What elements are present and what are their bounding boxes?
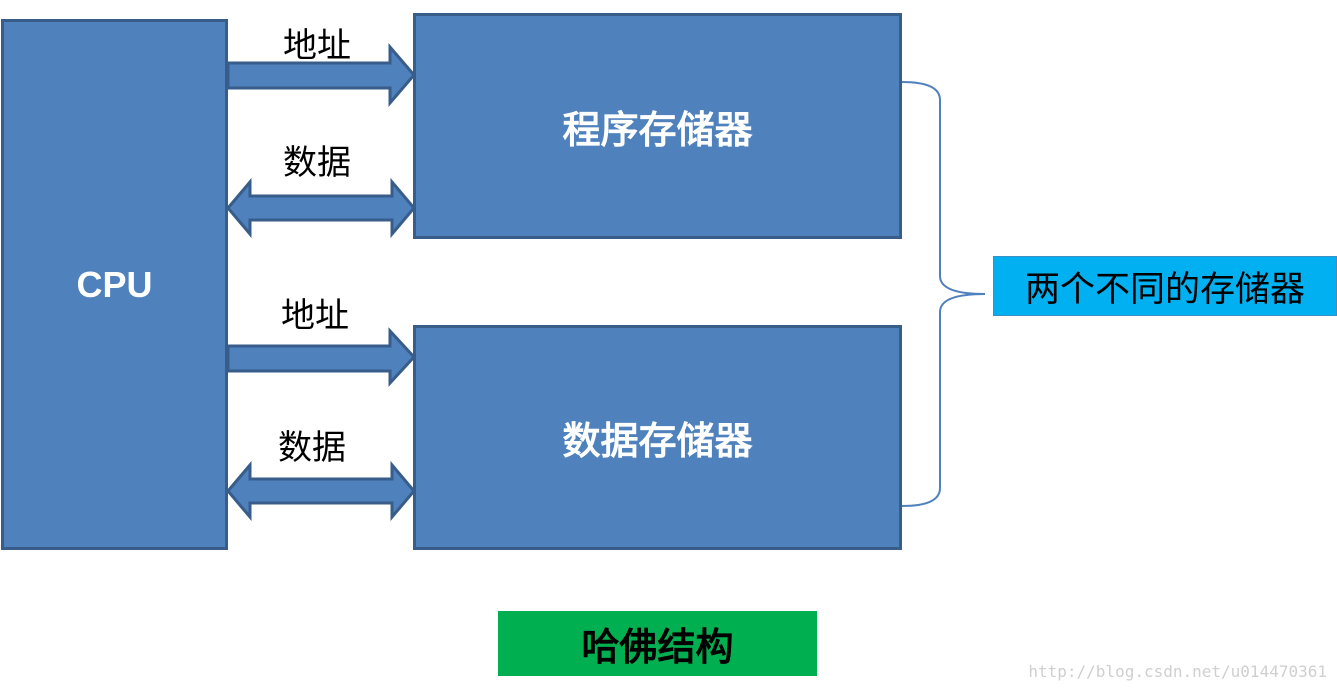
program-memory-label: 程序存储器: [562, 107, 753, 152]
callout-label: 两个不同的存储器: [1024, 269, 1305, 310]
data-address-label: 地址: [281, 296, 349, 336]
data-data-arrow: [226, 460, 416, 522]
program-memory-block: 程序存储器: [413, 13, 902, 239]
cpu-block: CPU: [1, 19, 228, 550]
program-data-arrow: [226, 177, 416, 239]
watermark: http://blog.csdn.net/u014470361: [1028, 662, 1327, 681]
brace: [901, 81, 986, 507]
program-data-label: 数据: [283, 143, 351, 183]
two-memories-callout: 两个不同的存储器: [993, 256, 1337, 316]
title-label: 哈佛结构: [581, 625, 734, 669]
data-address-arrow: [226, 327, 417, 387]
program-address-arrow: [226, 42, 416, 108]
data-data-label: 数据: [278, 428, 346, 468]
harvard-architecture-title: 哈佛结构: [498, 611, 817, 676]
program-address-label: 地址: [283, 26, 351, 66]
data-memory-label: 数据存储器: [562, 419, 753, 463]
cpu-label: CPU: [76, 263, 153, 305]
data-memory-block: 数据存储器: [413, 325, 902, 550]
